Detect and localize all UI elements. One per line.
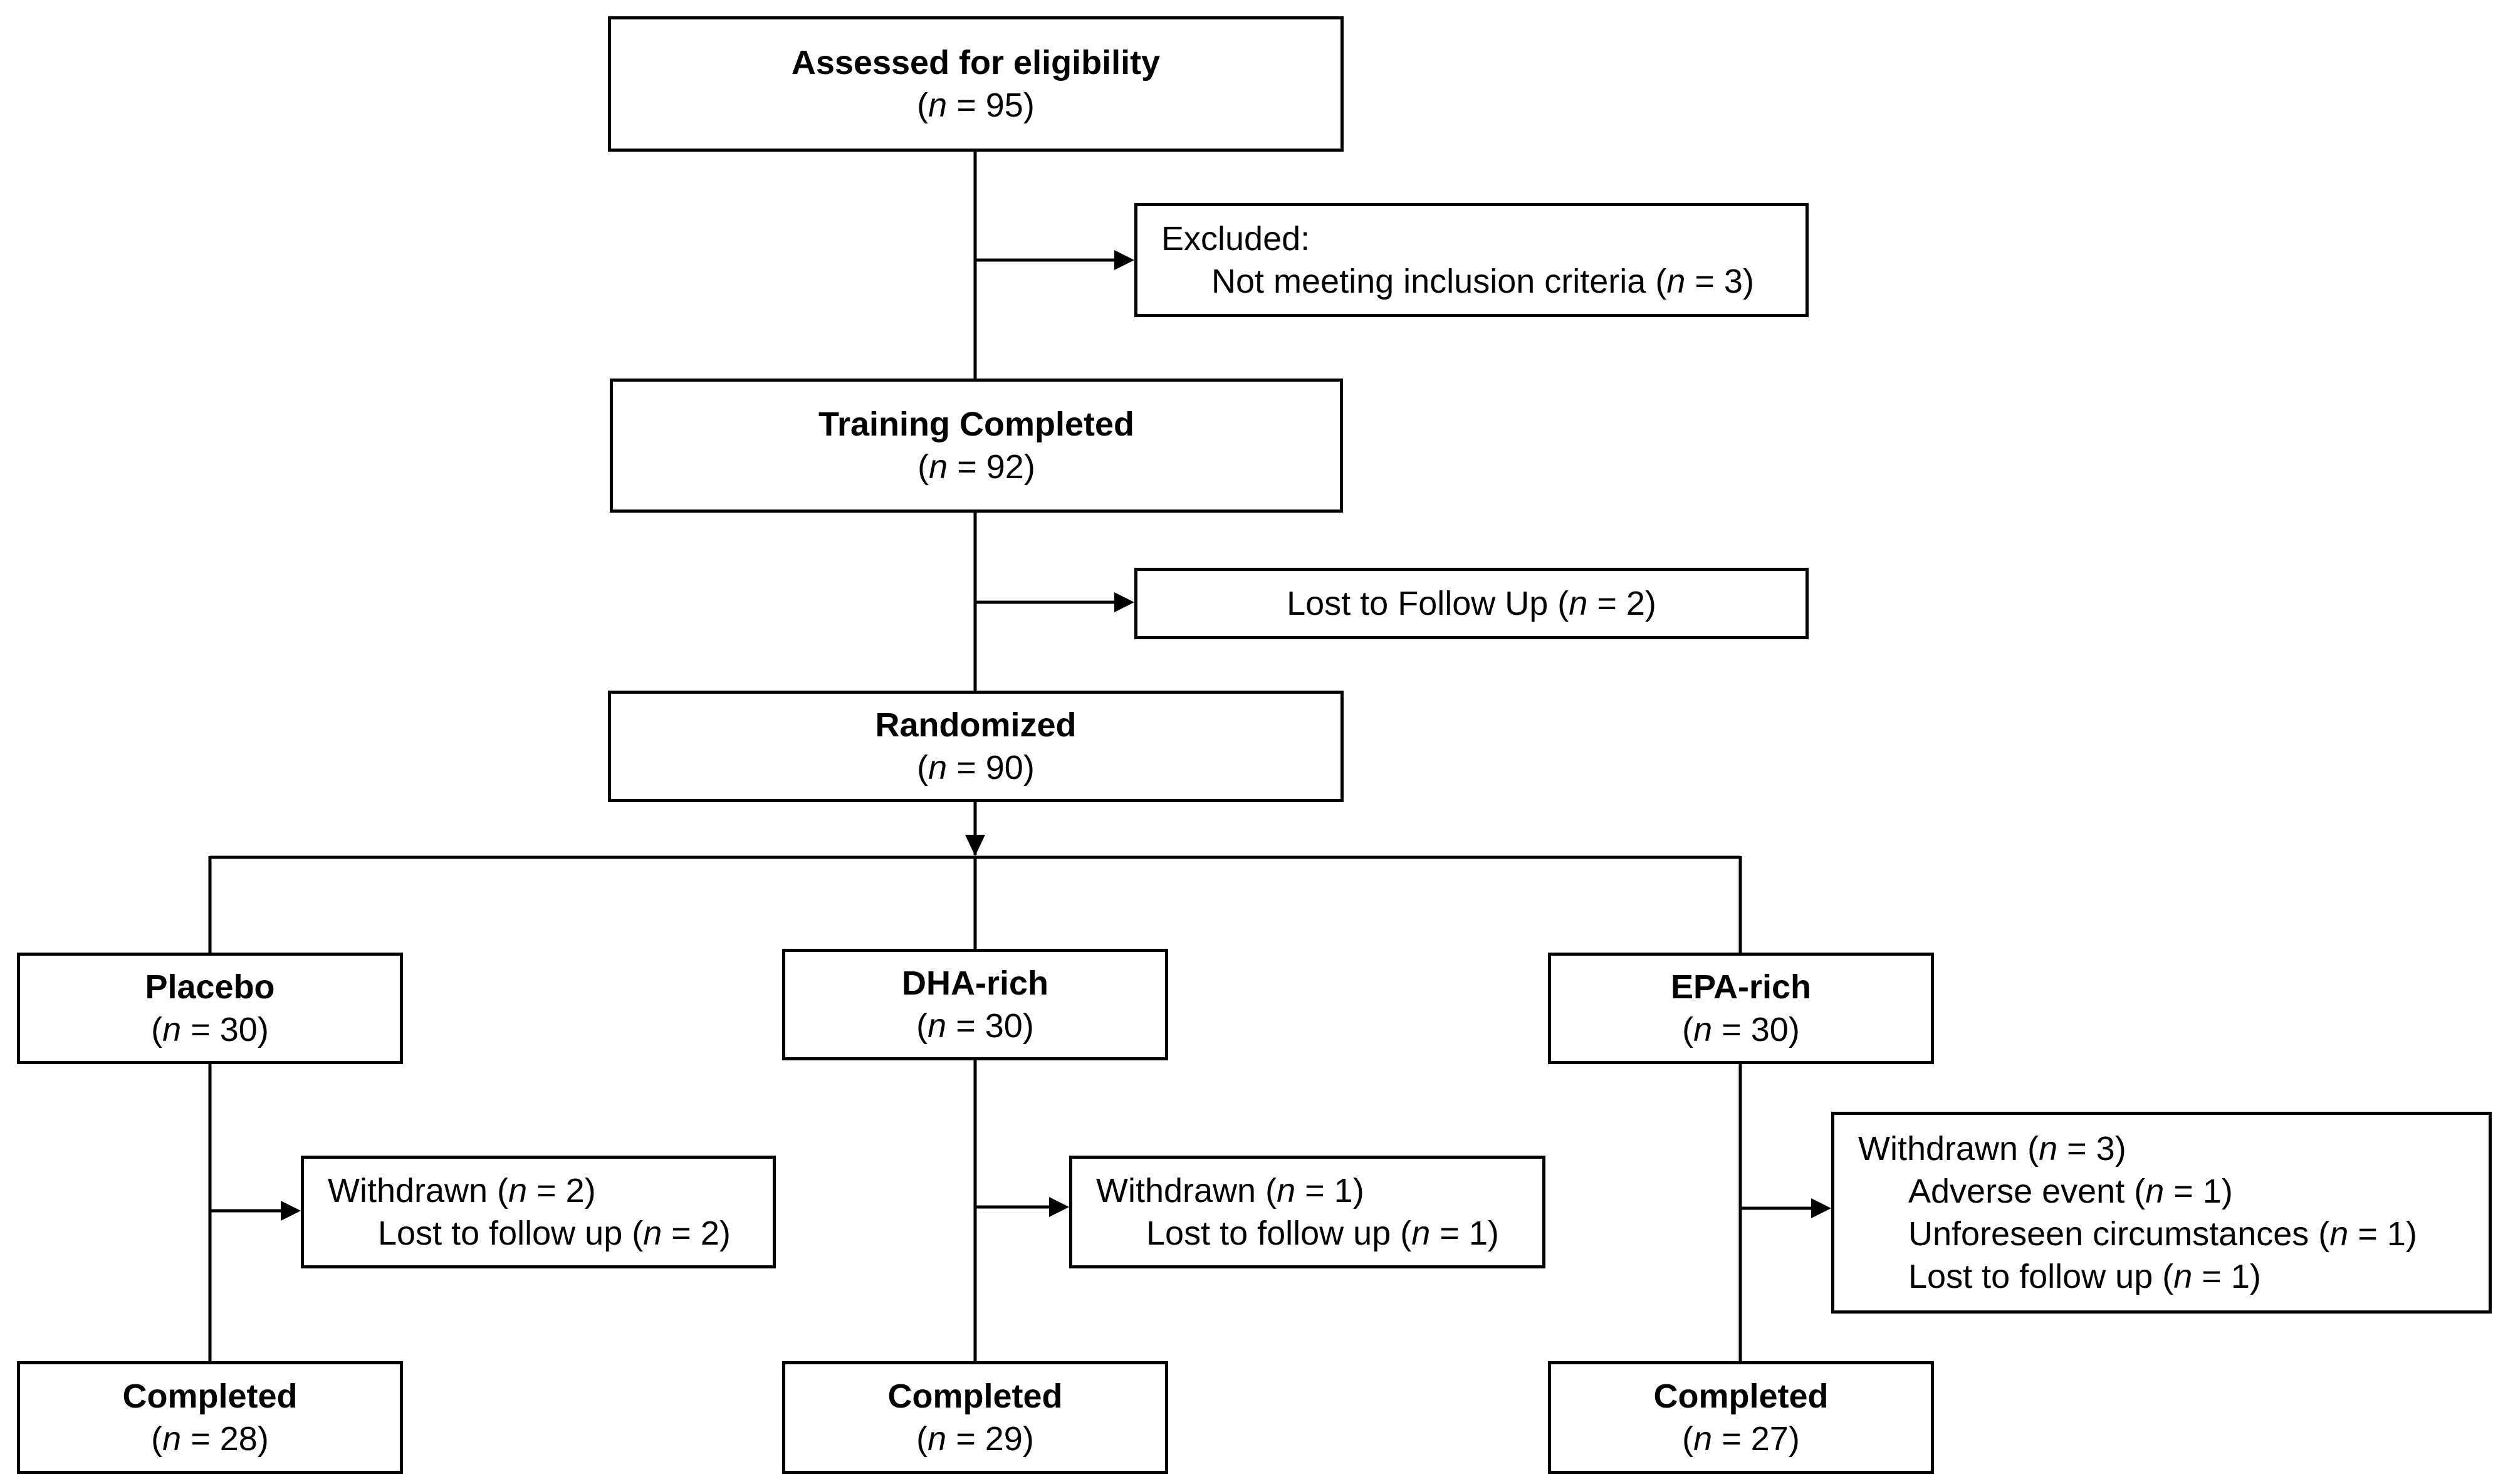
arrow-to-split	[965, 835, 985, 856]
arm-dha-box: DHA-rich (n = 30)	[782, 949, 1168, 1060]
arrow-to-epa-withdrawn	[1811, 1198, 1831, 1218]
assessed-count: (n = 95)	[917, 86, 1035, 124]
completed-count: (n = 27)	[1682, 1420, 1800, 1458]
arrow-to-lost-followup	[1114, 592, 1134, 612]
completed-count: (n = 29)	[916, 1420, 1034, 1458]
withdrawn-heading: Withdrawn (n = 3)	[1858, 1130, 2126, 1168]
withdrawn-reason: Unforeseen circumstances (n = 1)	[1908, 1215, 2417, 1253]
withdrawn-heading: Withdrawn (n = 2)	[328, 1172, 596, 1210]
arm-placebo-box: Placebo (n = 30)	[17, 953, 403, 1064]
arrow-to-excluded	[1114, 250, 1134, 270]
randomized-box: Randomized (n = 90)	[608, 691, 1344, 802]
randomized-title: Randomized	[875, 706, 1077, 744]
completed-count: (n = 28)	[151, 1420, 269, 1458]
withdrawn-heading: Withdrawn (n = 1)	[1096, 1172, 1364, 1210]
withdrawn-reason: Lost to follow up (n = 2)	[378, 1215, 731, 1252]
excluded-reason: Not meeting inclusion criteria (n = 3)	[1211, 263, 1754, 300]
completed-title: Completed	[122, 1377, 298, 1415]
arm-title: Placebo	[145, 968, 275, 1006]
completed-epa-box: Completed (n = 27)	[1548, 1361, 1934, 1474]
arm-epa-box: EPA-rich (n = 30)	[1548, 953, 1934, 1064]
lost-followup-box: Lost to Follow Up (n = 2)	[1134, 568, 1809, 639]
randomized-count: (n = 90)	[917, 749, 1035, 786]
excluded-box: Excluded: Not meeting inclusion criteria…	[1134, 203, 1809, 317]
arm-count: (n = 30)	[1682, 1011, 1800, 1048]
withdrawn-dha-box: Withdrawn (n = 1) Lost to follow up (n =…	[1069, 1156, 1545, 1268]
completed-placebo-box: Completed (n = 28)	[17, 1361, 403, 1474]
arm-title: DHA-rich	[901, 964, 1048, 1002]
withdrawn-reason: Lost to follow up (n = 1)	[1146, 1215, 1499, 1252]
withdrawn-placebo-box: Withdrawn (n = 2) Lost to follow up (n =…	[301, 1156, 776, 1268]
assessed-title: Assessed for eligibility	[791, 44, 1161, 81]
arrow-to-dha-withdrawn	[1049, 1197, 1069, 1217]
completed-title: Completed	[887, 1377, 1063, 1415]
lost-followup-label: Lost to Follow Up (n = 2)	[1287, 585, 1656, 622]
excluded-heading: Excluded:	[1161, 220, 1310, 258]
arrow-to-placebo-withdrawn	[281, 1201, 301, 1221]
withdrawn-reason: Lost to follow up (n = 1)	[1908, 1258, 2261, 1295]
withdrawn-reason: Adverse event (n = 1)	[1908, 1173, 2233, 1210]
withdrawn-epa-box: Withdrawn (n = 3) Adverse event (n = 1) …	[1831, 1112, 2492, 1314]
completed-title: Completed	[1653, 1377, 1829, 1415]
training-count: (n = 92)	[917, 448, 1035, 486]
training-box: Training Completed (n = 92)	[610, 379, 1343, 513]
arm-title: EPA-rich	[1670, 968, 1812, 1006]
assessed-box: Assessed for eligibility (n = 95)	[608, 16, 1344, 152]
arm-count: (n = 30)	[916, 1007, 1034, 1045]
arm-count: (n = 30)	[151, 1011, 269, 1048]
training-title: Training Completed	[818, 405, 1135, 443]
completed-dha-box: Completed (n = 29)	[782, 1361, 1168, 1474]
